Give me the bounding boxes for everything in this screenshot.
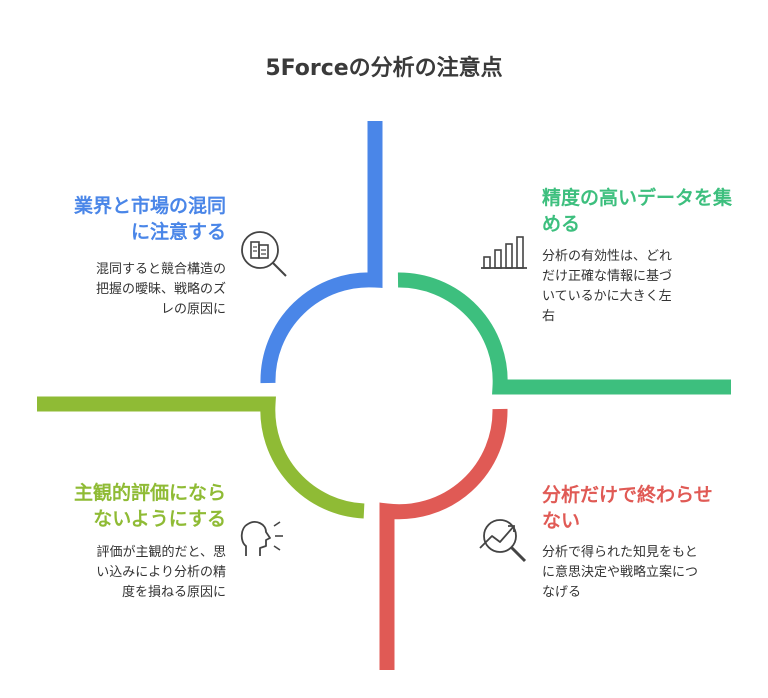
red-connector bbox=[379, 408, 508, 670]
desc-line: に意思決定や戦略立案につ bbox=[542, 565, 699, 580]
quadrant-title-top-left: 業界と市場の混同 に注意する bbox=[40, 193, 226, 245]
document-search-icon bbox=[241, 231, 287, 277]
quadrant-title-bottom-right: 分析だけで終わらせ ない bbox=[542, 482, 752, 534]
desc-line: なげる bbox=[542, 585, 582, 600]
desc-line: レの原因に bbox=[160, 302, 226, 317]
bar-chart-icon bbox=[481, 236, 527, 269]
title-line: ないようにする bbox=[93, 508, 226, 530]
chart-magnifier-icon bbox=[479, 519, 527, 563]
desc-line: 把握の曖昧、戦略のズ bbox=[95, 282, 226, 297]
title-line: 主観的評価になら bbox=[73, 482, 226, 504]
desc-line: 右 bbox=[542, 309, 556, 324]
head-thinking-icon bbox=[240, 521, 283, 556]
desc-line: いているかに大きく左 bbox=[542, 289, 672, 304]
olive-connector bbox=[37, 396, 365, 519]
title-line: める bbox=[542, 213, 581, 235]
desc-line: 評価が主観的だと、思 bbox=[96, 545, 226, 560]
desc-line: だけ正確な情報に基づ bbox=[542, 269, 673, 284]
quadrant-desc-top-right: 分析の有効性は、どれ だけ正確な情報に基づ いているかに大きく左 右 bbox=[542, 247, 712, 327]
title-line: に注意する bbox=[130, 221, 226, 243]
title-line: ない bbox=[542, 510, 581, 532]
green-connector bbox=[397, 272, 731, 395]
desc-line: 混同すると競合構造の bbox=[95, 262, 226, 277]
quadrant-title-top-right: 精度の高いデータを集 める bbox=[542, 185, 752, 237]
desc-line: 分析の有効性は、どれ bbox=[542, 249, 673, 264]
blue-connector bbox=[260, 121, 383, 384]
page-title: 5Forceの分析の注意点 bbox=[265, 56, 503, 81]
quadrant-desc-bottom-left: 評価が主観的だと、思 い込みにより分析の精 度を損ねる原因に bbox=[40, 543, 226, 603]
desc-line: 分析で得られた知見をもと bbox=[542, 545, 698, 560]
title-line: 精度の高いデータを集 bbox=[542, 187, 733, 209]
title-line: 業界と市場の混同 bbox=[73, 195, 226, 217]
desc-line: い込みにより分析の精 bbox=[96, 565, 226, 580]
desc-line: 度を損ねる原因に bbox=[121, 585, 226, 600]
quadrant-desc-top-left: 混同すると競合構造の 把握の曖昧、戦略のズ レの原因に bbox=[40, 260, 226, 320]
quadrant-desc-bottom-right: 分析で得られた知見をもと に意思決定や戦略立案につ なげる bbox=[542, 543, 732, 603]
title-line: 分析だけで終わらせ bbox=[542, 484, 713, 506]
quadrant-title-bottom-left: 主観的評価になら ないようにする bbox=[40, 480, 226, 532]
